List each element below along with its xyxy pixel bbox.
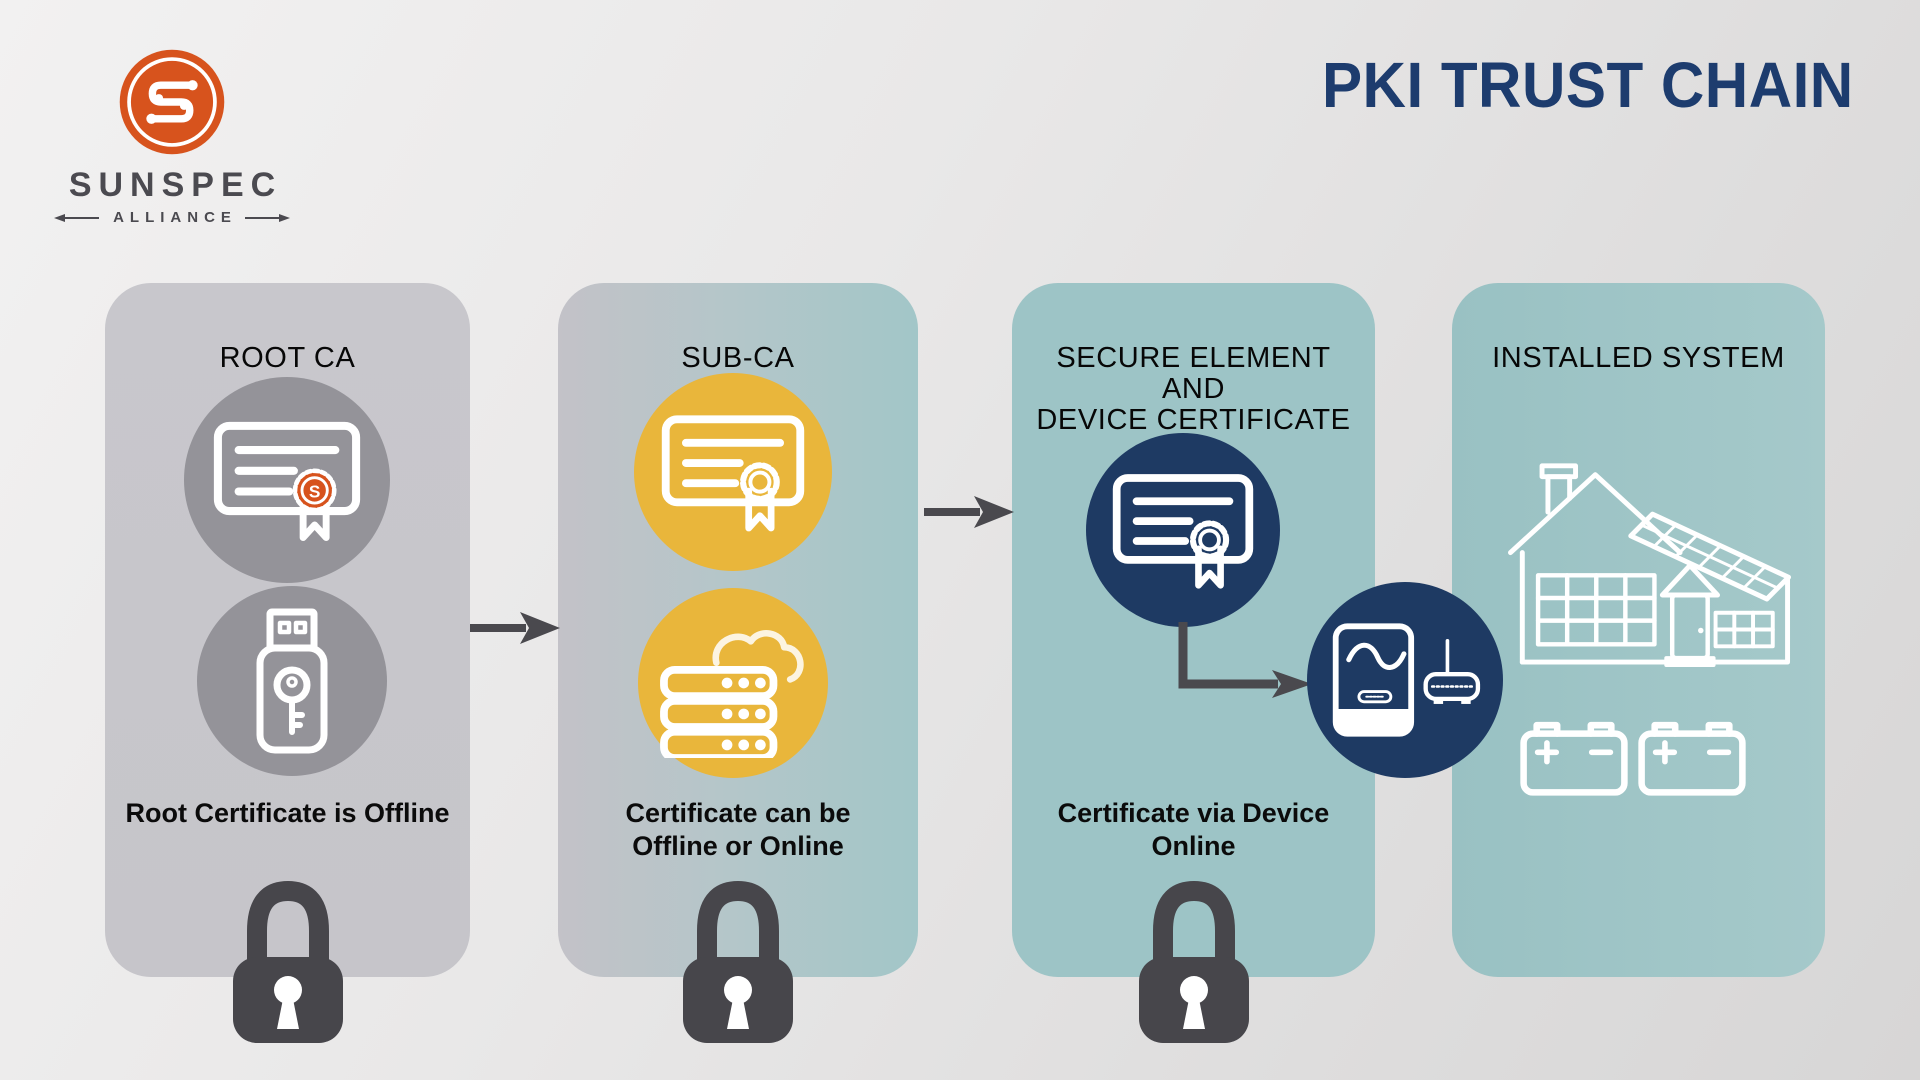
secure-element-caption: Certificate via Device Online	[1057, 798, 1330, 861]
usb-key-icon	[256, 608, 328, 754]
inverter-router-circle	[1307, 582, 1503, 778]
arrow-right-icon	[924, 496, 1014, 528]
battery-icon	[1638, 721, 1746, 796]
left-dash-arrow-icon	[54, 213, 100, 222]
panel-installed-system: INSTALLED SYSTEM	[1452, 283, 1825, 977]
certificate-circle: S	[184, 377, 390, 583]
logo-subtitle-text: ALLIANCE	[113, 209, 237, 226]
battery-icon	[1520, 721, 1628, 796]
certificate-icon	[1112, 474, 1254, 589]
elbow-arrow-icon	[1178, 622, 1312, 698]
padlock-icon	[232, 880, 343, 1043]
cloud-servers-circle	[638, 588, 828, 778]
arrow-right-icon	[470, 612, 560, 644]
certificate-icon	[661, 415, 805, 532]
sub-ca-caption: Certificate can be Offline or Online	[625, 798, 851, 861]
logo-brand-text: SUNSPEC	[68, 166, 283, 204]
panel-sub-ca: SUB-CA	[558, 283, 918, 1043]
padlock-icon	[683, 880, 793, 1043]
installed-system-header: INSTALLED SYSTEM	[1492, 342, 1785, 375]
root-ca-header: ROOT CA	[219, 342, 356, 375]
root-ca-caption: Root Certificate is Offline	[125, 798, 450, 828]
right-dash-arrow-icon	[244, 213, 290, 222]
certificate-circle	[1086, 433, 1280, 627]
sunspec-logo-icon	[119, 49, 225, 155]
sunspec-logo: SUNSPEC ALLIANCE	[48, 46, 296, 226]
certificate-seal-icon: S	[213, 421, 361, 542]
padlock-icon	[1138, 880, 1249, 1043]
panel-root-ca: ROOT CA S R	[105, 283, 470, 1043]
page-title: PKI TRUST CHAIN	[1322, 49, 1854, 121]
svg-text:S: S	[309, 481, 321, 501]
usb-key-circle	[197, 586, 387, 776]
cloud-servers-icon	[660, 630, 804, 758]
panel-secure-element: SECURE ELEMENT AND DEVICE CERTIFICATE Ce…	[1012, 283, 1375, 1043]
inverter-router-icon	[1332, 623, 1481, 737]
certificate-circle	[634, 373, 832, 571]
solar-house-icon	[1508, 463, 1792, 667]
secure-element-header: SECURE ELEMENT AND DEVICE CERTIFICATE	[1036, 342, 1351, 437]
sub-ca-header: SUB-CA	[681, 342, 795, 375]
